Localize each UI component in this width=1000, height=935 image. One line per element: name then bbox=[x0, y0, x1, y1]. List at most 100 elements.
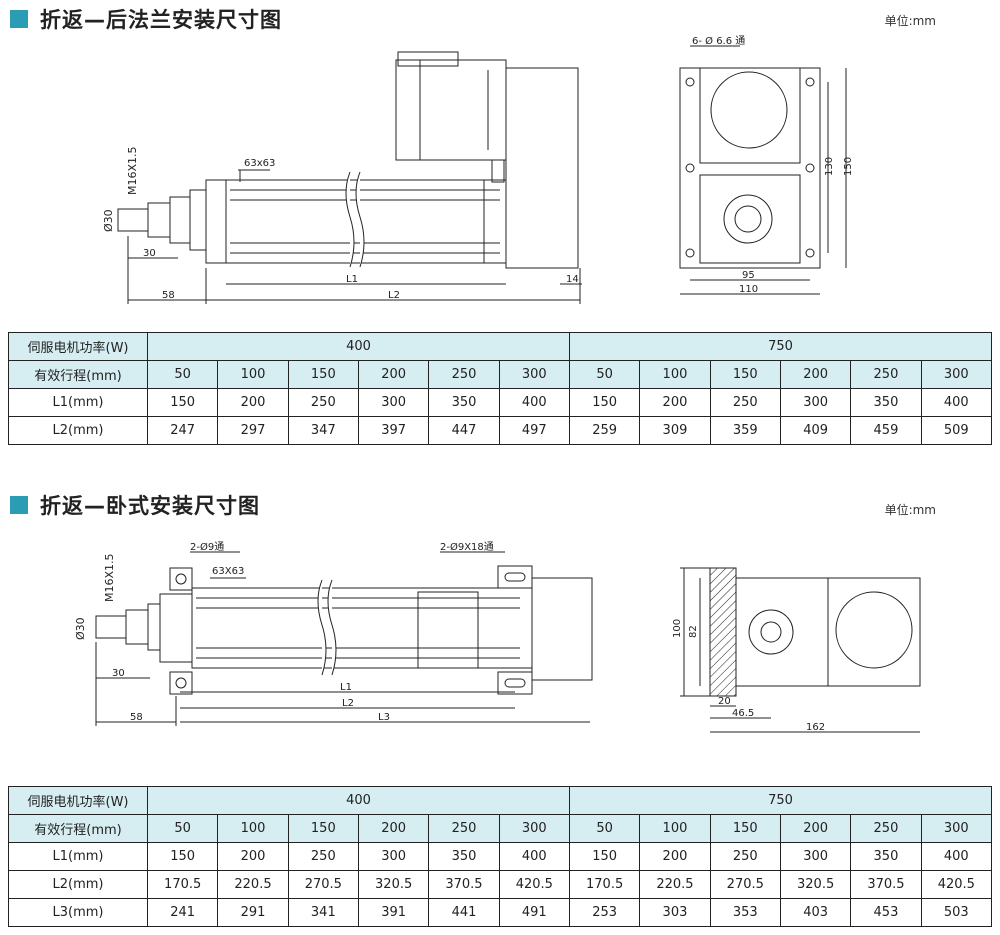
value-cell: 341 bbox=[287, 898, 359, 927]
label-dia: Ø30 bbox=[102, 209, 115, 232]
value-cell: 270.5 bbox=[709, 870, 781, 899]
label-82: 82 bbox=[688, 625, 699, 638]
stroke-cell: 250 bbox=[428, 814, 500, 843]
value-cell: 497 bbox=[498, 416, 570, 445]
stroke-cell: 100 bbox=[217, 360, 289, 389]
value-cell: 270.5 bbox=[287, 870, 359, 899]
label-162: 162 bbox=[806, 722, 825, 733]
label-l2: L2 bbox=[342, 698, 354, 709]
label-30: 30 bbox=[112, 668, 125, 679]
label-thread: M16X1.5 bbox=[126, 146, 139, 195]
section-marker bbox=[10, 10, 28, 28]
spec-table-1: 伺服电机功率(W) 400 750 有效行程(mm) 50 100 150 20… bbox=[8, 332, 993, 445]
table-row: L2(mm) 170.5 220.5 270.5 320.5 370.5 420… bbox=[8, 870, 993, 899]
group-400: 400 bbox=[147, 332, 570, 361]
value-cell: 309 bbox=[639, 416, 711, 445]
row-label: L1(mm) bbox=[8, 842, 148, 871]
stroke-cell: 50 bbox=[568, 814, 641, 843]
value-cell: 350 bbox=[428, 388, 500, 417]
value-cell: 370.5 bbox=[850, 870, 922, 899]
stroke-cell: 100 bbox=[639, 360, 711, 389]
actuator-body bbox=[191, 587, 533, 669]
value-cell: 200 bbox=[639, 388, 711, 417]
value-cell: 253 bbox=[568, 898, 641, 927]
value-cell: 400 bbox=[920, 388, 993, 417]
value-cell: 409 bbox=[779, 416, 852, 445]
stroke-cell: 250 bbox=[850, 814, 922, 843]
value-cell: 441 bbox=[428, 898, 500, 927]
row-label: L1(mm) bbox=[8, 388, 148, 417]
motor-circle bbox=[710, 71, 788, 149]
stroke-cell: 200 bbox=[357, 360, 430, 389]
section-title-text: 折返—卧式安装尺寸图 bbox=[40, 494, 260, 518]
group-400: 400 bbox=[147, 786, 570, 815]
label-l2: L2 bbox=[388, 290, 400, 301]
label-profile: 63X63 bbox=[212, 566, 244, 577]
drawing-rear-flange: M16X1.5 Ø30 63x63 30 58 L1 L2 14 6- Ø 6.… bbox=[102, 35, 854, 304]
label-46-5: 46.5 bbox=[732, 708, 754, 719]
value-cell: 320.5 bbox=[779, 870, 852, 899]
stroke-label: 有效行程(mm) bbox=[8, 814, 148, 843]
value-cell: 353 bbox=[709, 898, 781, 927]
group-750: 750 bbox=[568, 332, 993, 361]
label-130: 130 bbox=[824, 157, 835, 176]
label-14: 14 bbox=[566, 274, 579, 285]
rod-end bbox=[95, 615, 127, 639]
value-cell: 509 bbox=[920, 416, 993, 445]
servo-motor bbox=[395, 59, 507, 161]
fold-housing bbox=[505, 67, 579, 269]
stroke-cell: 250 bbox=[850, 360, 922, 389]
hatched-mount bbox=[709, 567, 737, 697]
value-cell: 300 bbox=[779, 842, 852, 871]
header-label: 伺服电机功率(W) bbox=[8, 332, 148, 361]
stroke-cell: 100 bbox=[639, 814, 711, 843]
section-title-1: 折返—后法兰安装尺寸图 bbox=[10, 4, 282, 34]
servo-motor bbox=[417, 591, 479, 669]
value-cell: 247 bbox=[146, 416, 219, 445]
section-title-2: 折返—卧式安装尺寸图 bbox=[10, 490, 260, 520]
stroke-cell: 300 bbox=[498, 360, 570, 389]
label-holes-b: 2-Ø9X18通 bbox=[440, 541, 494, 553]
table-row: L1(mm) 150 200 250 300 350 400 150 200 2… bbox=[8, 842, 993, 871]
group-750: 750 bbox=[568, 786, 993, 815]
value-cell: 300 bbox=[357, 842, 430, 871]
value-cell: 300 bbox=[357, 388, 430, 417]
value-cell: 250 bbox=[709, 842, 781, 871]
row-label: L2(mm) bbox=[8, 416, 148, 445]
value-cell: 170.5 bbox=[146, 870, 219, 899]
stroke-cell: 300 bbox=[920, 814, 993, 843]
stroke-cell: 200 bbox=[357, 814, 430, 843]
value-cell: 420.5 bbox=[498, 870, 570, 899]
section-marker bbox=[10, 496, 28, 514]
spec-table-2: 伺服电机功率(W) 400 750 有效行程(mm) 50 100 150 20… bbox=[8, 786, 993, 927]
value-cell: 391 bbox=[357, 898, 430, 927]
value-cell: 250 bbox=[287, 842, 359, 871]
stroke-cell: 200 bbox=[779, 360, 852, 389]
value-cell: 347 bbox=[287, 416, 359, 445]
front-flange bbox=[189, 189, 207, 251]
end-plate bbox=[679, 67, 821, 269]
stroke-cell: 150 bbox=[287, 814, 359, 843]
value-cell: 241 bbox=[146, 898, 219, 927]
table-row: L1(mm) 150 200 250 300 350 400 150 200 2… bbox=[8, 388, 993, 417]
value-cell: 200 bbox=[639, 842, 711, 871]
header-label: 伺服电机功率(W) bbox=[8, 786, 148, 815]
label-l1: L1 bbox=[340, 682, 352, 693]
label-58: 58 bbox=[162, 290, 175, 301]
unit-label: 单位:mm bbox=[884, 503, 936, 517]
value-cell: 459 bbox=[850, 416, 922, 445]
stroke-cell: 150 bbox=[709, 360, 781, 389]
motor-cap bbox=[531, 577, 593, 681]
stroke-cell: 200 bbox=[779, 814, 852, 843]
rod-end bbox=[117, 208, 149, 232]
value-cell: 320.5 bbox=[357, 870, 430, 899]
value-cell: 370.5 bbox=[428, 870, 500, 899]
label-profile: 63x63 bbox=[244, 158, 275, 169]
nut bbox=[125, 609, 149, 645]
motor-circle bbox=[835, 591, 913, 669]
nut bbox=[147, 202, 171, 238]
value-cell: 150 bbox=[568, 842, 641, 871]
value-cell: 400 bbox=[498, 388, 570, 417]
label-150: 150 bbox=[843, 157, 854, 176]
label-dia: Ø30 bbox=[74, 617, 87, 640]
